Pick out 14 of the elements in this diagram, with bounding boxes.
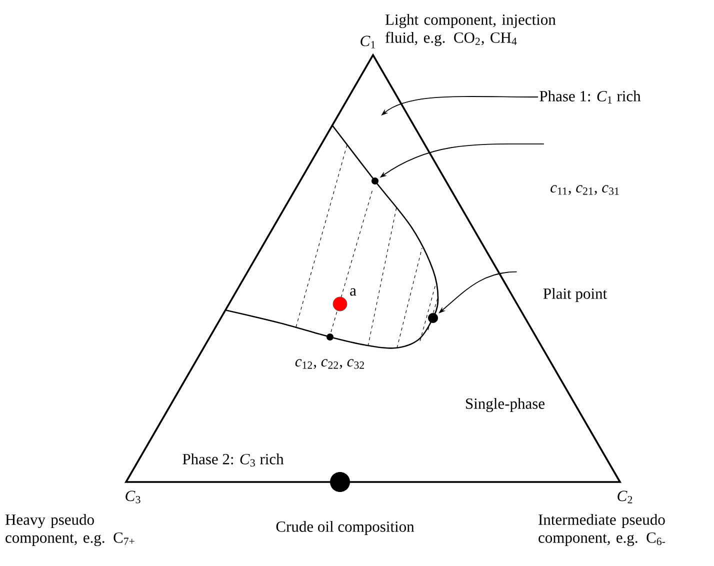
vertex-label: C$_{2}$ <box>618 490 632 504</box>
text-label: Phase 1: C$_{1}$ rich <box>540 90 641 104</box>
text-label: Plait point <box>543 288 607 302</box>
text-label: Heavy pseudo component, e.g. C$_{7+}$ <box>5 514 134 546</box>
vertex-label: C$_{1}$ <box>360 36 376 48</box>
binodal-curve <box>224 124 439 349</box>
text-label: Crude oil composition <box>276 520 414 536</box>
region-label: Single-phase <box>466 398 544 412</box>
text-label: Intermediate pseudo component, e.g. C$_{6-}$ <box>538 514 666 546</box>
vertex-label: C$_{3}$ <box>126 490 140 504</box>
text-label: Light component, injection fluid, e.g. CO$_{2}$, CH$_{4}$ <box>385 14 556 46</box>
point-label: a <box>350 288 356 296</box>
region-label: Phase 2: C$_{3}$ rich <box>182 453 284 467</box>
text-label: c$_{11}$, c$_{21}$, c$_{31}$ <box>550 185 619 195</box>
